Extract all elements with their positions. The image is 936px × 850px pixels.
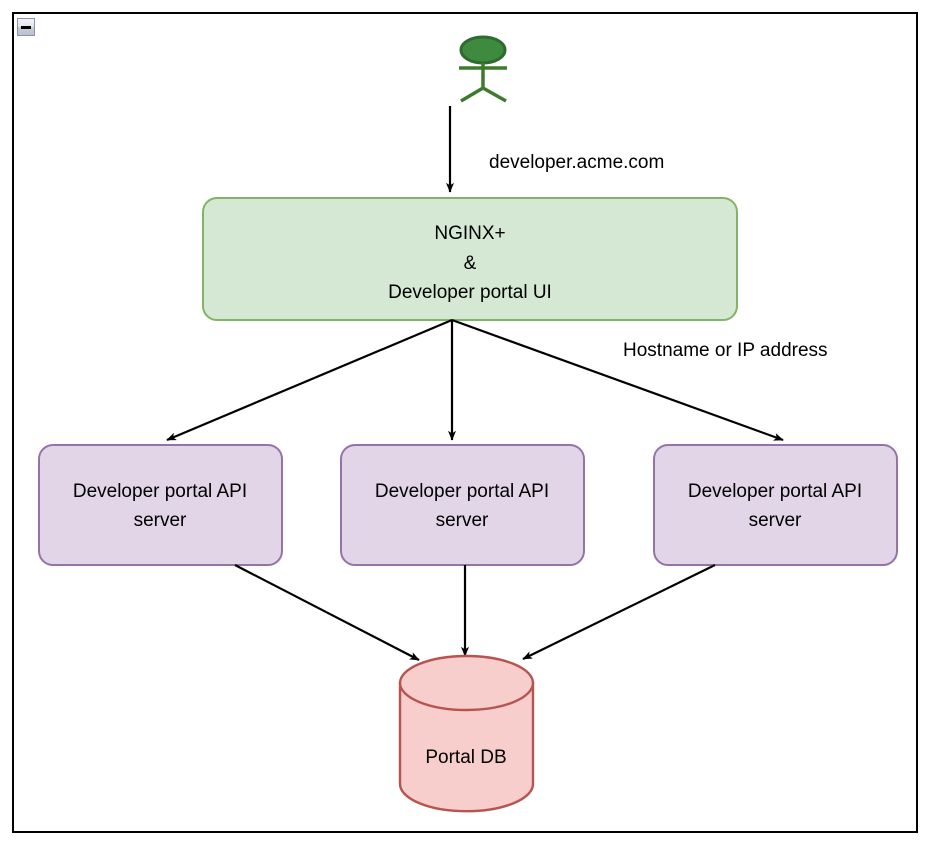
node-nginx-line-3: Developer portal UI (388, 282, 552, 303)
edge-api-3-to-db (522, 564, 716, 660)
node-api-server-2-line-2: server (436, 510, 489, 531)
node-api-server-1[interactable]: Developer portal API server (38, 444, 283, 566)
edge-label-hostname-or-ip: Hostname or IP address (623, 340, 828, 361)
node-api-server-3-box[interactable] (653, 444, 898, 566)
edge-label-developer-acme-com: developer.acme.com (489, 152, 664, 173)
node-api-server-2[interactable]: Developer portal API server (340, 444, 585, 566)
node-api-server-3[interactable]: Developer portal API server (653, 444, 898, 566)
node-nginx-box[interactable] (202, 197, 738, 321)
node-api-server-1-line-1: Developer portal API (73, 481, 247, 502)
node-api-server-3-line-2: server (749, 510, 802, 531)
node-portal-db-body[interactable] (398, 681, 535, 813)
actor-right-leg-icon (482, 86, 507, 103)
edge-api-1-to-db (234, 564, 420, 661)
edge-nginx-to-api-3 (451, 318, 784, 442)
user-actor (459, 35, 507, 103)
node-nginx-line-1: NGINX+ (434, 223, 505, 244)
node-portal-db[interactable]: Portal DB (398, 654, 535, 813)
node-api-server-2-box[interactable] (340, 444, 585, 566)
actor-head-icon (459, 35, 507, 65)
collapse-minus-icon[interactable] (17, 18, 35, 36)
node-api-server-2-line-1: Developer portal API (375, 481, 549, 502)
edge-nginx-to-api-1 (166, 318, 453, 442)
node-api-server-1-box[interactable] (38, 444, 283, 566)
node-nginx-line-2: & (464, 253, 477, 274)
node-portal-db-label: Portal DB (425, 747, 506, 768)
node-api-server-3-line-1: Developer portal API (688, 481, 862, 502)
node-nginx[interactable]: NGINX+ & Developer portal UI (202, 197, 738, 321)
node-portal-db-top (398, 654, 535, 712)
node-api-server-1-line-2: server (134, 510, 187, 531)
minus-glyph (21, 25, 31, 29)
actor-left-leg-icon (460, 86, 484, 103)
